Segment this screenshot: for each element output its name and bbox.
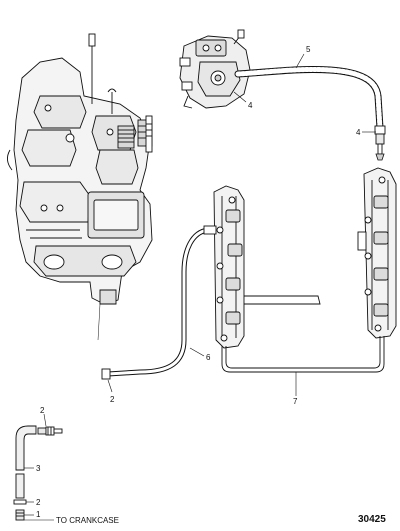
callout-6: 6 <box>206 353 211 362</box>
callout-5: 5 <box>306 45 311 54</box>
braided-hose <box>234 65 386 161</box>
fuel-pump-assembly <box>179 29 251 109</box>
left-fuel-rail <box>213 185 321 349</box>
right-fuel-rail <box>357 167 397 339</box>
crankcase-hose-detail <box>13 425 63 521</box>
callout-2-detail-top: 2 <box>40 406 45 415</box>
callout-1: 1 <box>36 510 41 519</box>
engine-block <box>7 33 153 341</box>
callout-2-detail-bottom: 2 <box>36 498 41 507</box>
crankcase-caption: TO CRANKCASE <box>56 516 119 525</box>
reference-number: 30425 <box>358 514 386 525</box>
callout-7: 7 <box>293 397 298 406</box>
callout-2-hose-end: 2 <box>110 395 115 404</box>
crossover-tube <box>221 336 385 373</box>
callout-3: 3 <box>36 464 41 473</box>
leader-lines <box>24 53 376 521</box>
callout-4-pump: 4 <box>248 101 253 110</box>
callout-4-fitting: 4 <box>356 128 361 137</box>
vent-hose <box>101 225 217 380</box>
